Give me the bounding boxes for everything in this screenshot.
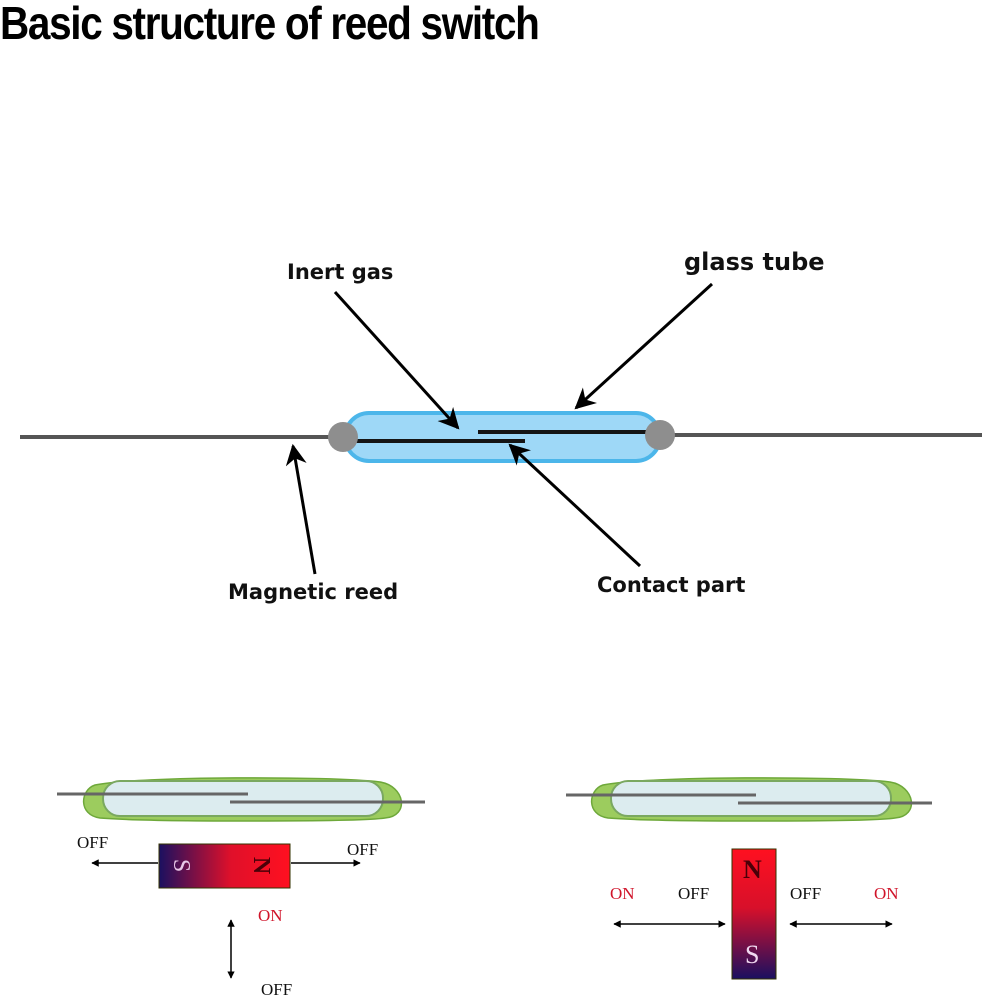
left-near-off-label: OFF [678,884,710,903]
left-magnet-south-pole: S [168,858,195,873]
contact-part-label: Contact part [597,573,746,597]
inert-gas-label: Inert gas [287,260,394,284]
right-far-on-label: ON [874,884,899,903]
right-small-reed-switch [566,777,932,822]
magnetic-reed-arrow [285,443,317,575]
right-off-label: OFF [347,840,379,859]
magnet-body [158,843,291,889]
left-magnet-north-pole: N [248,856,275,875]
left-far-on-label: ON [610,884,635,903]
main-reed-switch [20,411,982,463]
far-off-label: OFF [261,980,293,999]
left-end-cap [328,422,358,452]
inert-gas-arrow [333,290,460,430]
magnet-body [731,848,777,980]
glass-body [102,780,384,817]
right-near-off-label: OFF [790,884,822,903]
near-on-label: ON [258,906,283,925]
horizontal-magnet [158,843,291,889]
right-magnet-south-pole: S [745,940,760,969]
glass-tube-label: glass tube [684,248,825,276]
glass-body [610,780,892,817]
right-magnet-north-pole: N [743,855,762,884]
contact-part-arrow [508,443,642,568]
left-small-reed-switch [57,777,425,822]
magnetic-reed-label: Magnetic reed [228,580,399,604]
glass-tube-arrow [574,282,714,410]
right-end-cap [645,420,675,450]
vertical-magnet [731,848,777,980]
glass-tube [343,411,662,463]
page-title: Basic structure of reed switch [0,0,540,49]
left-off-label: OFF [77,833,109,852]
